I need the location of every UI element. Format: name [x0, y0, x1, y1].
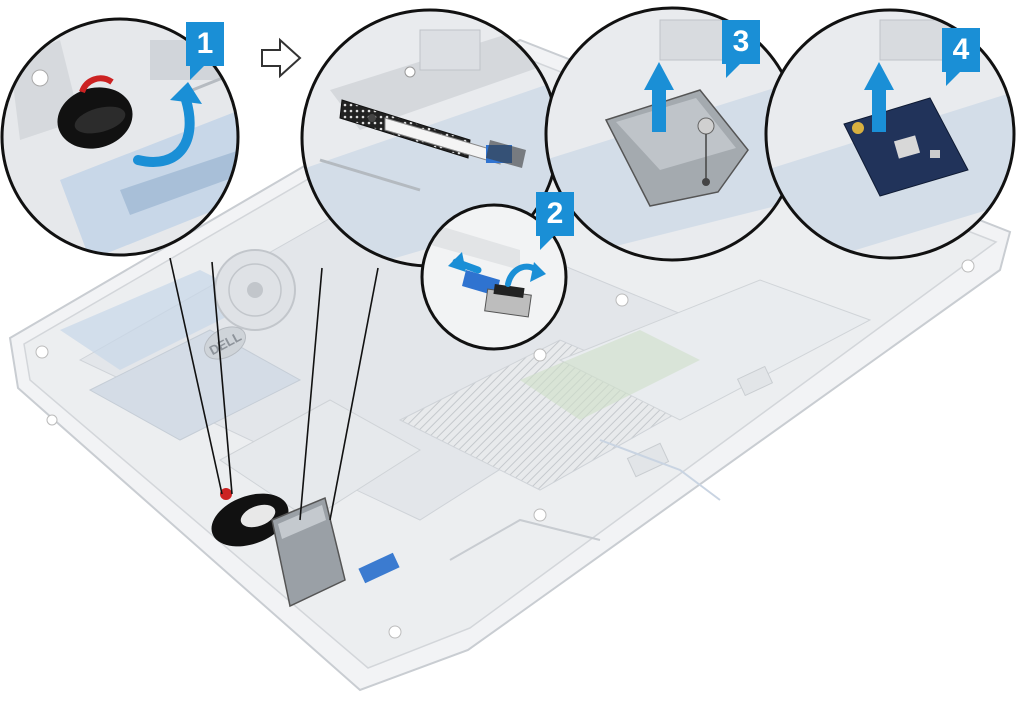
step-badge-4: 4: [942, 28, 980, 86]
coin-battery-on-board: [211, 488, 289, 547]
arrow-curved-icon: [133, 95, 195, 167]
step-badge-1: 1: [186, 22, 224, 80]
arrow-right-icon: [261, 37, 302, 79]
screw-icon: [697, 117, 715, 186]
arrow-up-icon: [644, 62, 674, 132]
bracket-on-board: [271, 496, 400, 608]
callout-circle-1: [0, 17, 240, 257]
callout-circle-connector: [420, 203, 568, 351]
flex-cable: [339, 99, 526, 168]
step-badge-2: 2: [536, 192, 574, 250]
arrow-up-icon-2: [864, 62, 894, 132]
battery-icon: [57, 75, 133, 149]
step-badge-3: 3: [722, 20, 760, 78]
dell-logo: DELL: [203, 326, 247, 360]
bracket-plate: [604, 89, 749, 207]
